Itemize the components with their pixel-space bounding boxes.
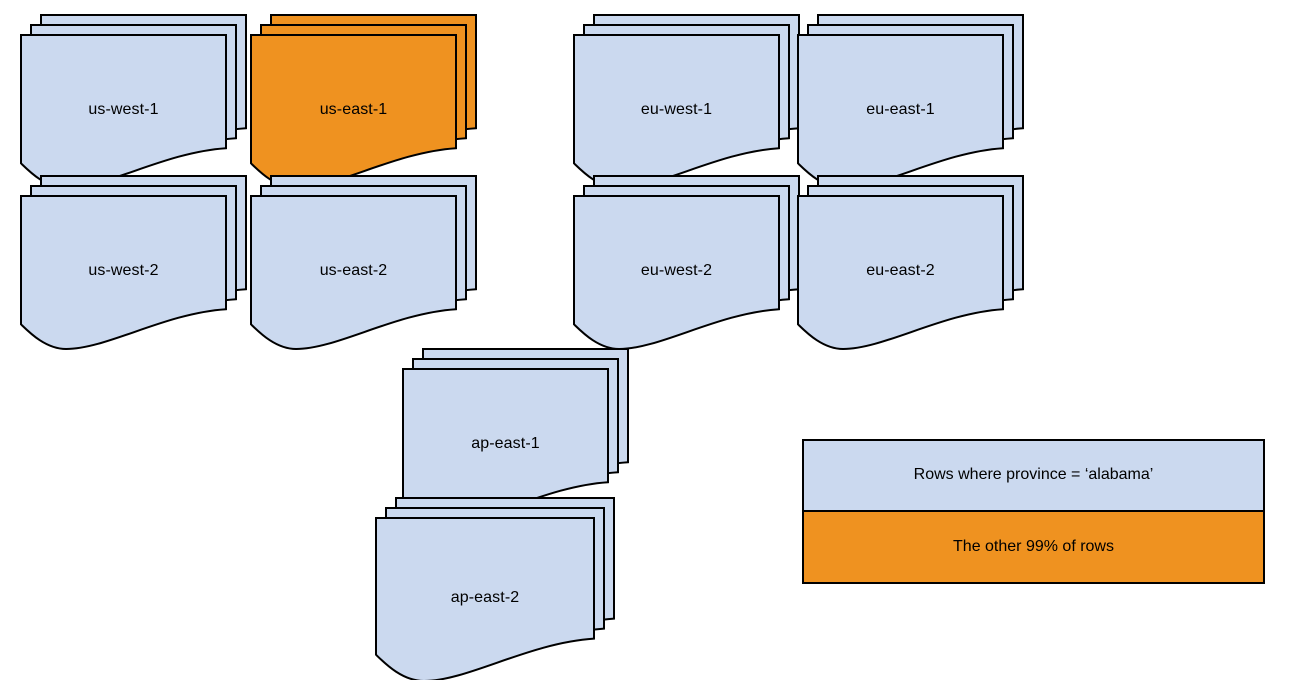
document-stack-eu-east-1[interactable]: eu-east-1 [797,14,1024,190]
document-sheet [573,34,780,190]
document-sheet [20,195,227,351]
document-stack-ap-east-1[interactable]: ap-east-1 [402,348,629,524]
legend-blue: Rows where province = ‘alabama’ [804,441,1263,512]
document-sheet [20,34,227,190]
legend-orange: The other 99% of rows [804,511,1263,582]
document-sheet [250,195,457,351]
document-stack-shape [797,175,1024,351]
document-stack-shape [797,14,1024,190]
document-sheet [250,34,457,190]
document-stack-shape [20,175,247,351]
document-sheet [797,34,1004,190]
document-stack-shape [20,14,247,190]
document-stack-eu-west-1[interactable]: eu-west-1 [573,14,800,190]
document-stack-us-west-1[interactable]: us-west-1 [20,14,247,190]
document-stack-us-east-2[interactable]: us-east-2 [250,175,477,351]
document-stack-eu-west-2[interactable]: eu-west-2 [573,175,800,351]
document-stack-eu-east-2[interactable]: eu-east-2 [797,175,1024,351]
document-stack-shape [250,175,477,351]
document-sheet [797,195,1004,351]
document-stack-us-west-2[interactable]: us-west-2 [20,175,247,351]
document-stack-ap-east-2[interactable]: ap-east-2 [375,497,615,680]
legend: Rows where province = ‘alabama’ The other… [802,439,1265,584]
document-sheet [375,517,595,680]
legend-blue-label: Rows where province = ‘alabama’ [913,466,1154,484]
document-stack-shape [573,14,800,190]
document-stack-shape [250,14,477,190]
legend-orange-label: The other 99% of rows [953,537,1114,555]
document-stack-shape [573,175,800,351]
document-sheet [573,195,780,351]
document-stack-shape [375,497,615,680]
document-stack-shape [402,348,629,524]
document-stack-us-east-1[interactable]: us-east-1 [250,14,477,190]
